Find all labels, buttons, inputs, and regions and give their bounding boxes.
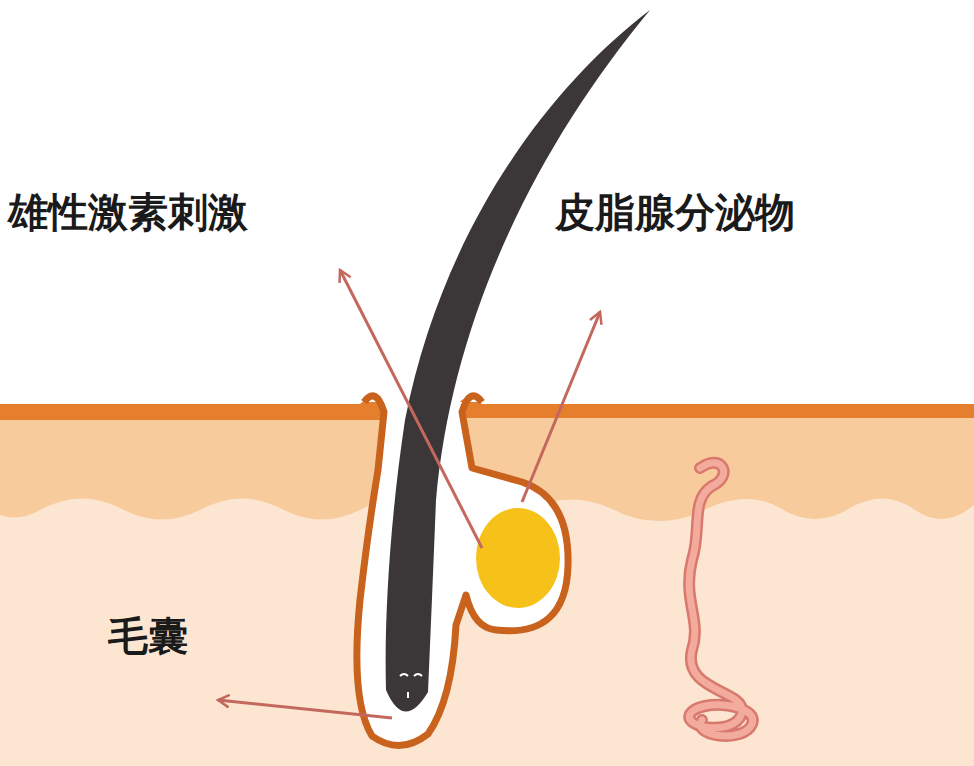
leader-arrow [340,270,482,548]
sweat-gland [689,463,753,736]
leader-arrow [522,312,600,502]
leader-arrow [218,700,392,718]
skin-surface [455,397,974,418]
hair-face [400,674,422,698]
sebaceous-gland [476,508,560,608]
part-label: 毛囊 [108,612,188,660]
part-label: 皮脂腺分泌物 [555,188,795,236]
hair-shaft [386,10,650,712]
skin-surface [0,397,388,420]
part-label: 雄性激素刺激 [8,188,248,236]
